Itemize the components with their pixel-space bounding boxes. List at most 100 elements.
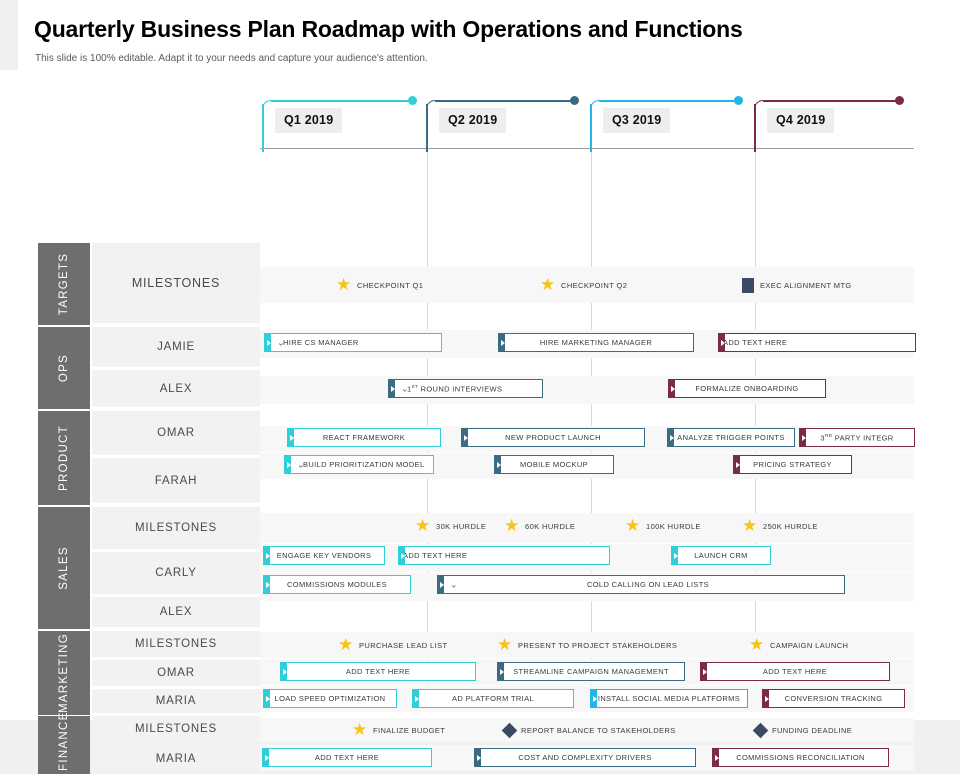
task-bar[interactable]: ANALYZE TRIGGER POINTS — [667, 428, 795, 447]
row-label-milestones-0[interactable]: MILESTONES — [92, 243, 260, 323]
task-bar-label: INSTALL SOCIAL MEDIA PLATFORMS — [597, 694, 741, 703]
task-bar[interactable]: COST AND COMPLEXITY DRIVERS — [474, 748, 696, 767]
quarter-hook-4 — [754, 96, 904, 152]
task-bar[interactable]: ENGAGE KEY VENDORS — [263, 546, 385, 565]
milestone-label: 60K HURDLE — [525, 521, 576, 531]
task-bar[interactable]: STREAMLINE CAMPAIGN MANAGEMENT — [497, 662, 685, 681]
milestone-marker[interactable]: ★CAMPAIGN LAUNCH — [749, 634, 848, 654]
task-bar[interactable]: COMMISSIONS RECONCILIATION — [712, 748, 889, 767]
bar-arrow-icon — [283, 668, 287, 675]
milestone-marker[interactable]: ★100K HURDLE — [625, 517, 701, 534]
diamond-icon — [752, 722, 769, 738]
quarter-hline — [271, 100, 412, 102]
bar-arrow-icon — [267, 339, 271, 346]
milestone-marker[interactable]: EXEC ALIGNMENT MTG — [742, 277, 852, 293]
quarter-label-3[interactable]: Q3 2019 — [603, 108, 671, 133]
milestone-marker[interactable]: ★250K HURDLE — [742, 517, 818, 534]
bar-arrow-icon — [477, 754, 481, 761]
quarter-corner-icon — [426, 100, 436, 110]
row-label-milestones-8[interactable]: MILESTONES — [92, 631, 260, 657]
group-label-text: SALES — [58, 546, 70, 590]
task-bar[interactable]: ⌄ COLD CALLING ON LEAD LISTS — [437, 575, 845, 594]
milestone-label: PURCHASE LEAD LIST — [359, 640, 448, 650]
row-label-alex-2[interactable]: ALEX — [92, 370, 260, 407]
row-band — [260, 267, 914, 303]
task-bar[interactable]: NEW PRODUCT LAUNCH — [461, 428, 645, 447]
quarter-label-4[interactable]: Q4 2019 — [767, 108, 835, 133]
task-bar[interactable]: ADD TEXT HERE — [700, 662, 890, 681]
row-label-omar-3[interactable]: OMAR — [92, 411, 260, 455]
task-bar[interactable]: AD PLATFORM TRIAL — [412, 689, 574, 708]
task-bar[interactable]: LAUNCH CRM — [671, 546, 771, 565]
task-bar[interactable]: COMMISSIONS MODULES — [263, 575, 411, 594]
bar-arrow-icon — [501, 339, 505, 346]
milestone-marker[interactable]: ★30K HURDLE — [415, 517, 486, 534]
row-label-maria-12[interactable]: MARIA — [92, 745, 260, 772]
bar-arrow-icon — [670, 434, 674, 441]
star-icon: ★ — [338, 634, 354, 654]
task-bar[interactable]: ⌄1ST ROUND INTERVIEWS — [388, 379, 543, 398]
chevron-down-icon[interactable]: ⌄ — [450, 579, 458, 589]
quarter-label-2[interactable]: Q2 2019 — [439, 108, 507, 133]
group-label-sales: SALES — [38, 507, 90, 629]
chevron-down-icon[interactable]: ⌄ — [277, 337, 285, 347]
milestone-marker[interactable]: FUNDING DEADLINE — [752, 722, 852, 738]
task-bar[interactable]: ADD TEXT HERE — [280, 662, 476, 681]
task-bar[interactable]: PRICING STRATEGY — [733, 455, 852, 474]
star-icon: ★ — [540, 274, 556, 294]
task-bar[interactable]: LOAD SPEED OPTIMIZATION — [263, 689, 397, 708]
task-bar-label: HIRE CS MANAGER — [283, 338, 359, 347]
quarter-hline — [763, 100, 899, 102]
chevron-down-icon[interactable]: ⌄ — [401, 383, 409, 393]
row-label-carly-6[interactable]: CARLY — [92, 552, 260, 594]
quarter-vline — [262, 104, 264, 152]
milestone-marker[interactable]: ★CHECKPOINT Q1 — [336, 276, 423, 293]
quarter-vline — [754, 104, 756, 152]
task-bar-label: ADD TEXT HERE — [314, 753, 380, 762]
square-icon — [742, 277, 754, 293]
quarter-hline — [599, 100, 738, 102]
task-bar-label: 1ST ROUND INTERVIEWS — [407, 383, 503, 394]
bar-arrow-icon — [266, 695, 270, 702]
star-icon: ★ — [749, 634, 765, 654]
row-label-milestones-5[interactable]: MILESTONES — [92, 507, 260, 549]
row-label-maria-10[interactable]: MARIA — [92, 689, 260, 713]
task-bar[interactable]: 3RD PARTY INTEGR — [799, 428, 915, 447]
quarter-corner-icon — [590, 100, 600, 110]
milestone-marker[interactable]: ★CHECKPOINT Q2 — [540, 274, 627, 294]
left-accent-strip — [0, 0, 18, 70]
row-label-omar-9[interactable]: OMAR — [92, 660, 260, 686]
task-bar-label: AD PLATFORM TRIAL — [452, 694, 534, 703]
row-label-farah-4[interactable]: FARAH — [92, 458, 260, 503]
task-bar[interactable]: MOBILE MOCKUP — [494, 455, 614, 474]
task-bar-label: COLD CALLING ON LEAD LISTS — [586, 580, 710, 589]
row-label-alex-7[interactable]: ALEX — [92, 597, 260, 627]
milestone-marker[interactable]: ★ PURCHASE LEAD LIST — [338, 634, 448, 654]
task-bar[interactable]: CONVERSION TRACKING — [762, 689, 905, 708]
task-bar[interactable]: REACT FRAMEWORK — [287, 428, 441, 447]
task-bar[interactable]: FORMALIZE ONBOARDING — [668, 379, 826, 398]
task-bar[interactable]: ADD TEXT HERE — [718, 333, 916, 352]
quarter-label-1[interactable]: Q1 2019 — [275, 108, 343, 133]
row-label-jamie-1[interactable]: JAMIE — [92, 327, 260, 367]
task-bar[interactable]: ADD TEXT HERE — [262, 748, 432, 767]
quarter-dot-icon — [895, 96, 904, 105]
task-bar[interactable]: ⌄HIRE CS MANAGER — [264, 333, 442, 352]
group-label-targets: TARGETS — [38, 243, 90, 325]
task-bar[interactable]: ADD TEXT HERE — [398, 546, 610, 565]
milestone-label: EXEC ALIGNMENT MTG — [760, 280, 852, 290]
task-bar[interactable]: HIRE MARKETING MANAGER — [498, 333, 694, 352]
task-bar[interactable]: ⌄BUILD PRIORITIZATION MODEL — [284, 455, 434, 474]
milestone-marker[interactable]: REPORT BALANCE TO STAKEHOLDERS — [501, 722, 676, 738]
timeline-baseline — [260, 148, 914, 149]
milestone-marker[interactable]: ★PRESENT TO PROJECT STAKEHOLDERS — [497, 636, 677, 653]
milestone-label: FINALIZE BUDGET — [373, 725, 446, 735]
task-bar[interactable]: INSTALL SOCIAL MEDIA PLATFORMS — [590, 689, 748, 708]
task-bar-label: BUILD PRIORITIZATION MODEL — [303, 460, 425, 469]
chevron-down-icon[interactable]: ⌄ — [297, 459, 305, 469]
milestone-label: 250K HURDLE — [763, 521, 818, 531]
bar-arrow-icon — [464, 434, 468, 441]
milestone-marker[interactable]: ★60K HURDLE — [504, 517, 576, 534]
milestone-marker[interactable]: ★FINALIZE BUDGET — [352, 721, 446, 738]
task-bar-label: LAUNCH CRM — [694, 551, 748, 560]
